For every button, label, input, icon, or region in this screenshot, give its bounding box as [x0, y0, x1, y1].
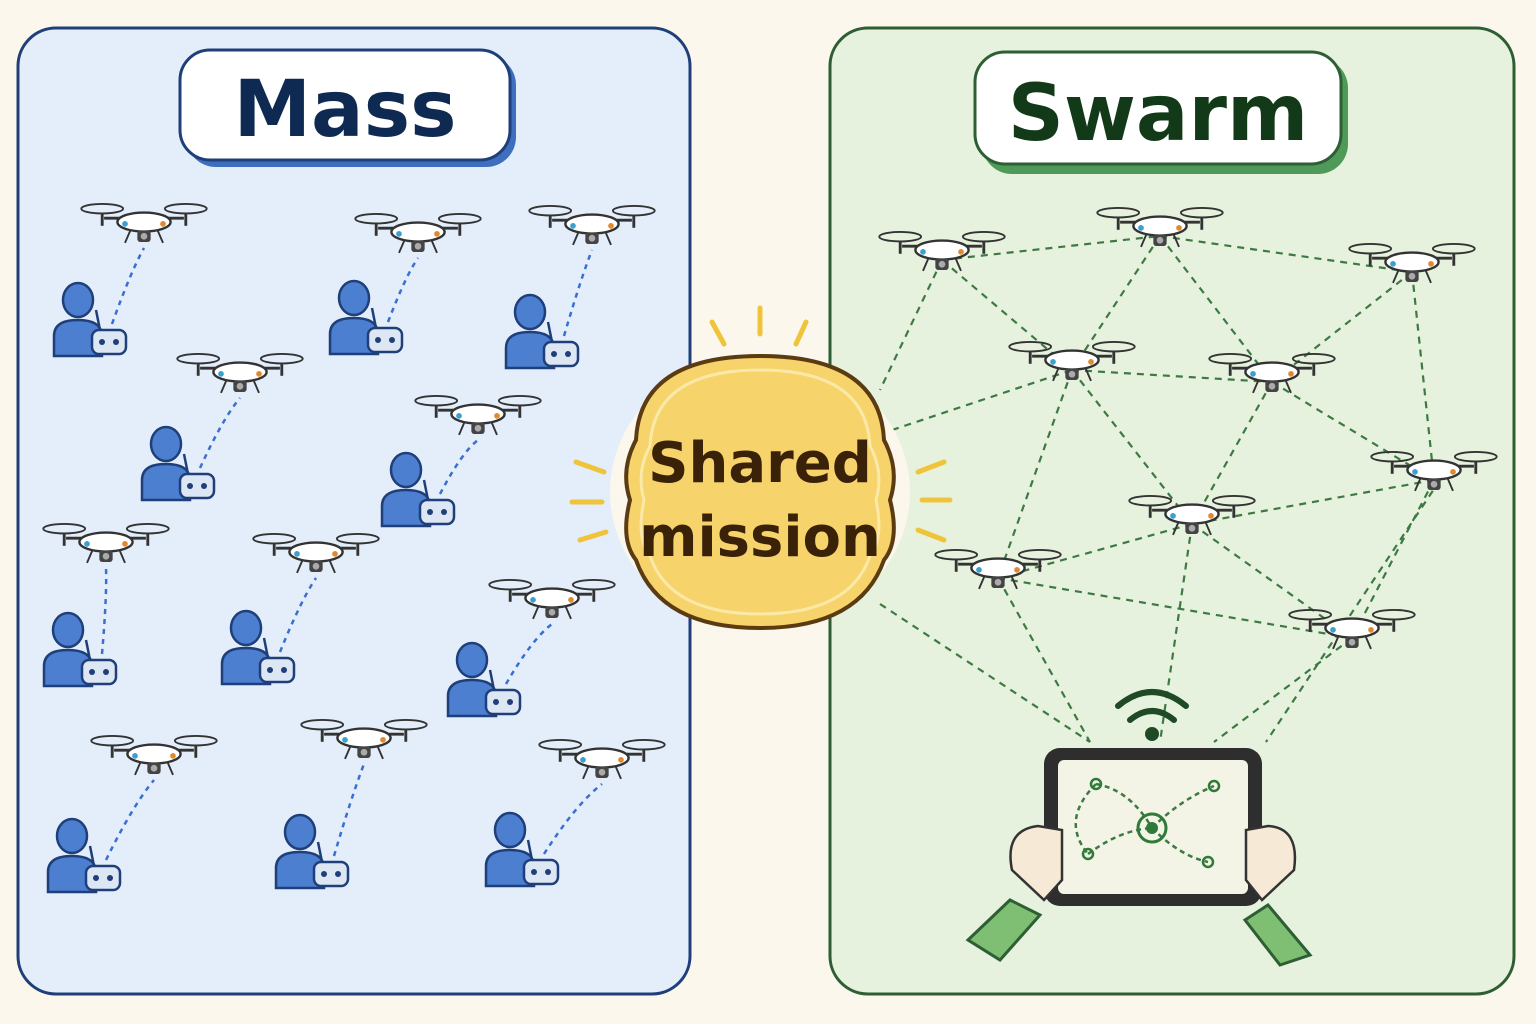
- mesh-link: [1271, 271, 1413, 383]
- mesh-link: [1158, 523, 1194, 743]
- mesh-link: [1071, 369, 1193, 525]
- mesh-link: [1271, 381, 1435, 481]
- operator-drone-pair: [140, 352, 305, 502]
- mass-panel: Mass: [16, 26, 692, 996]
- operator-drone-pair: [274, 718, 429, 890]
- mesh-link: [1213, 637, 1353, 743]
- swarm-mesh-links: [879, 234, 1441, 743]
- mesh-link: [997, 577, 1091, 743]
- operator-drone-pair: [484, 738, 667, 888]
- mesh-link: [1071, 235, 1161, 371]
- sun-rays: [569, 305, 953, 543]
- operator-drone-pair: [504, 204, 657, 370]
- mass-panel-background: [16, 26, 692, 996]
- tablet-controller: [965, 689, 1313, 967]
- mass-title: Mass: [233, 65, 456, 155]
- mesh-link: [997, 576, 1353, 640]
- mesh-link: [1159, 234, 1413, 274]
- control-link: [278, 577, 318, 653]
- control-link: [438, 439, 479, 495]
- mesh-link: [941, 234, 1161, 262]
- swarm-panel: Swarm: [828, 26, 1516, 996]
- mesh-link: [1410, 271, 1436, 481]
- mesh-link: [1191, 523, 1353, 639]
- operator-drone-pair: [46, 734, 219, 894]
- mesh-link: [891, 368, 1073, 432]
- mesh-link: [879, 259, 943, 391]
- mesh-link: [1159, 235, 1273, 383]
- operator-drone-pair: [220, 532, 381, 686]
- shared-mission-line1: Shared: [648, 431, 872, 496]
- control-link: [198, 397, 241, 469]
- control-link: [104, 779, 155, 861]
- control-link: [110, 247, 146, 325]
- operator-drone-pair: [380, 394, 543, 528]
- shared-mission-line2: mission: [639, 505, 881, 570]
- control-link: [100, 567, 108, 655]
- mesh-link: [1351, 479, 1435, 639]
- mesh-link: [1265, 479, 1441, 743]
- wifi-icon: [1115, 689, 1189, 741]
- mesh-link: [996, 369, 1074, 579]
- mesh-link: [941, 259, 1073, 371]
- mass-title-plaque: Mass: [178, 48, 516, 167]
- operator-drone-pair: [446, 578, 617, 718]
- control-link: [542, 783, 603, 855]
- operator-drone-pair: [52, 202, 209, 358]
- mesh-link: [879, 603, 1091, 743]
- mesh-link: [1191, 478, 1435, 526]
- swarm-title: Swarm: [1008, 69, 1309, 159]
- control-link: [332, 763, 366, 857]
- mass-operator-drone-pairs: [41, 202, 667, 894]
- control-link: [504, 623, 553, 685]
- operator-drone-pair: [328, 212, 483, 356]
- control-link: [386, 257, 420, 323]
- operator-drone-pair: [41, 522, 171, 688]
- swarm-title-plaque: Swarm: [973, 50, 1348, 174]
- shared-mission-badge: Shared mission: [569, 305, 953, 631]
- control-link: [562, 249, 594, 337]
- mesh-link: [1191, 381, 1273, 525]
